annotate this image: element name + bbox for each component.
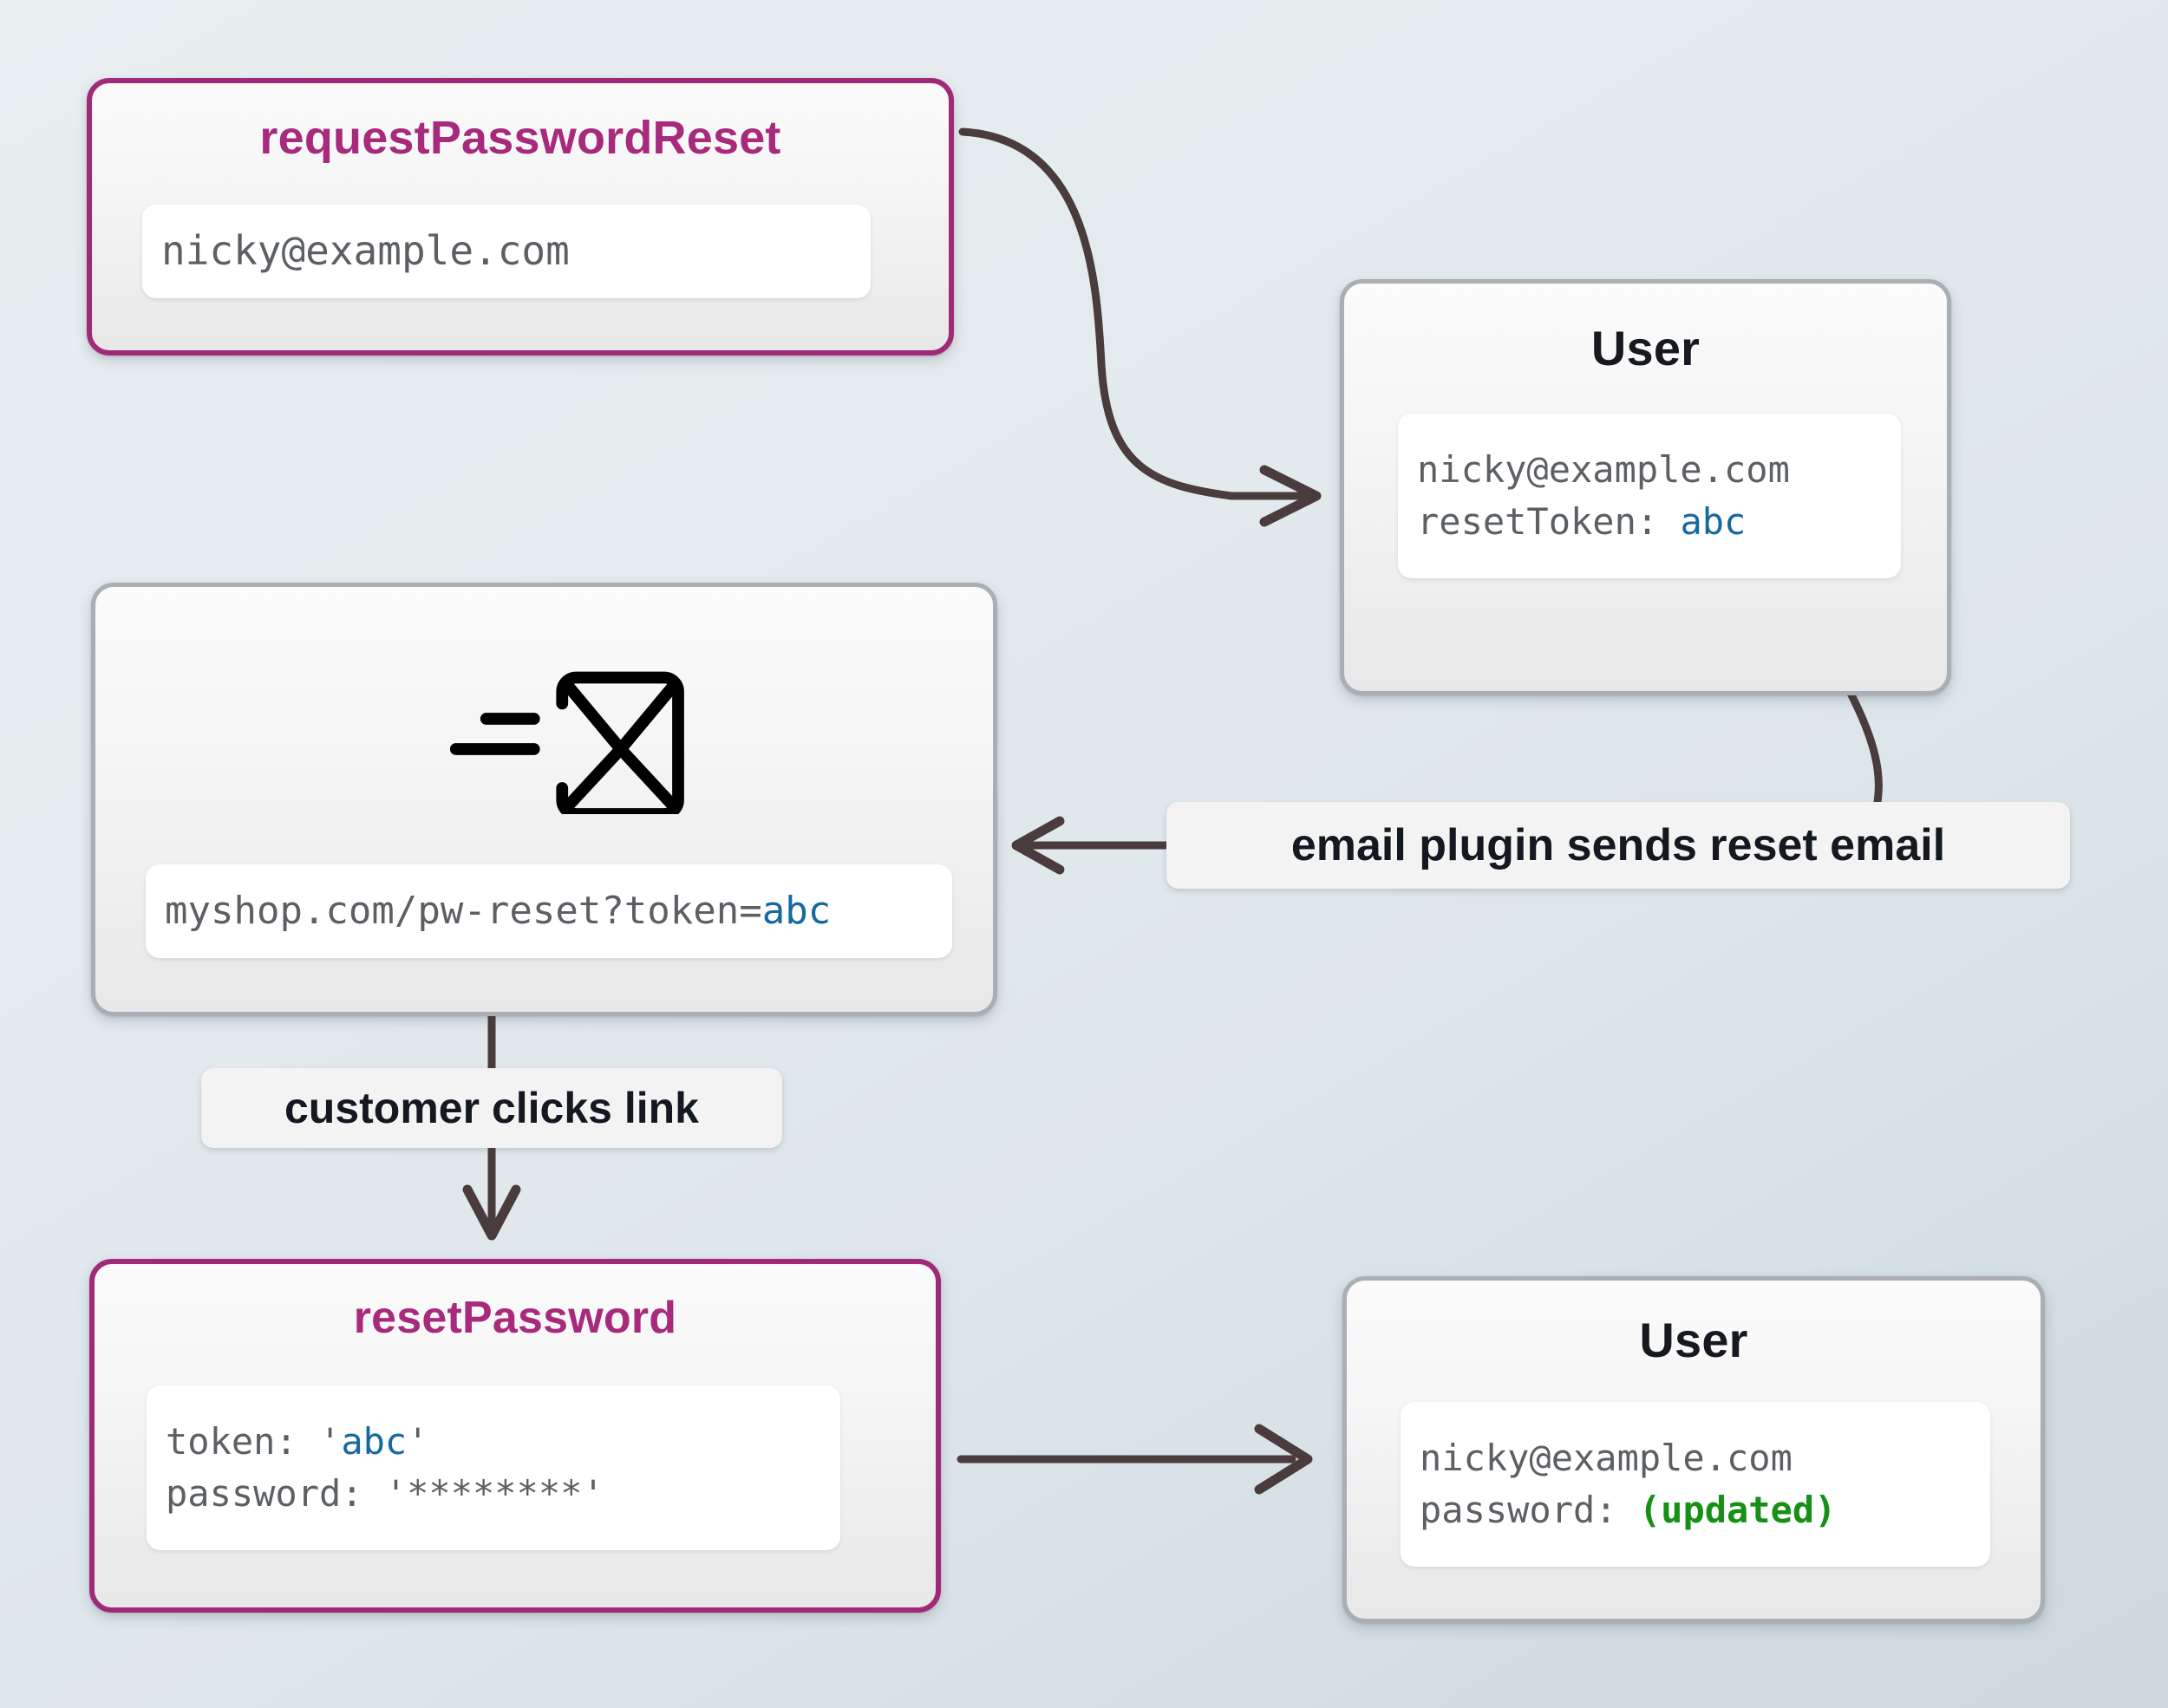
node-user-updated[interactable]: User nicky@example.com password: (update… [1342,1276,2045,1623]
reset-token-input-line: token: 'abc' [166,1416,821,1468]
user-reset-token-line: resetToken: abc [1417,496,1882,548]
edge-reset-to-user-head [1254,1424,1313,1495]
quote-open: ' [319,1420,342,1464]
edge-request-to-user [958,127,1309,500]
request-password-reset-field: nicky@example.com [142,205,871,298]
quote-close: ' [407,1420,429,1464]
node-title-reset-password: resetPassword [353,1293,677,1343]
node-request-password-reset[interactable]: requestPasswordReset nicky@example.com [87,78,954,355]
updated-password-label: password: [1420,1489,1639,1531]
node-reset-password[interactable]: resetPassword token: 'abc' password: '**… [89,1259,941,1613]
reset-token-label: resetToken: [1417,500,1659,543]
envelope-send-icon [383,641,713,820]
user-updated-password-line: password: (updated) [1420,1484,1971,1536]
user-token-field: nicky@example.com resetToken: abc [1398,414,1901,578]
node-user-with-token[interactable]: User nicky@example.com resetToken: abc [1340,279,1951,695]
edge-label-customer-click: customer clicks link [201,1068,782,1148]
email-url-token: abc [761,888,832,933]
edge-request-to-user-head [1259,465,1322,527]
edge-label-email-plugin: email plugin sends reset email [1166,802,2070,889]
reset-token-input-label: token: [166,1420,320,1464]
reset-password-input-line: password: '********' [166,1472,604,1515]
reset-token-value: abc [1680,500,1747,543]
node-title-user-updated: User [1639,1313,1748,1367]
email-url-line: myshop.com/pw-reset?token=abc [165,884,933,938]
email-url-prefix: myshop.com/pw-reset?token= [165,888,762,933]
updated-password-value: (updated) [1638,1489,1837,1531]
edge-plugin-to-email-head [1011,816,1065,875]
user-email-line: nicky@example.com [1417,448,1790,492]
request-email-line: nicky@example.com [161,227,570,275]
reset-token-input-value: abc [341,1420,408,1464]
user-updated-email-line: nicky@example.com [1420,1437,1793,1480]
edge-email-to-reset-head [462,1184,521,1241]
node-email-message[interactable]: myshop.com/pw-reset?token=abc [91,583,997,1016]
node-title-user-token: User [1590,321,1701,375]
reset-password-field: token: 'abc' password: '********' [147,1385,840,1550]
user-updated-field: nicky@example.com password: (updated) [1401,1402,1990,1567]
node-title-request-password-reset: requestPasswordReset [259,112,781,164]
email-url-field: myshop.com/pw-reset?token=abc [146,864,952,958]
